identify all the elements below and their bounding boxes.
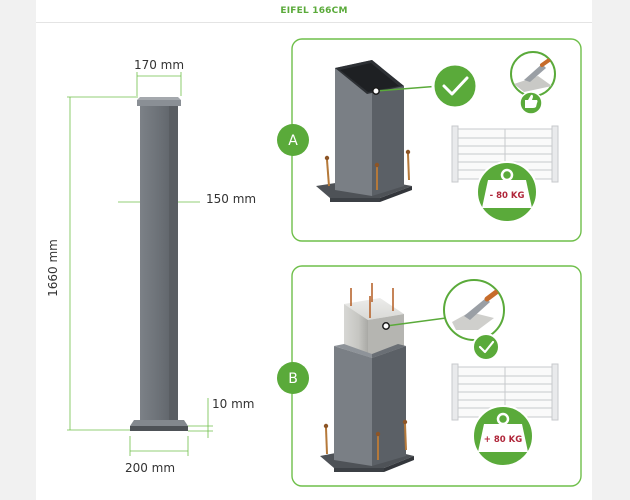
option-b-sleeve — [334, 346, 372, 466]
dimension-lines — [67, 72, 213, 456]
base-plate — [130, 426, 188, 431]
height-label: 1660 mm — [46, 239, 60, 297]
option-a-badge — [277, 124, 309, 156]
base-width-label: 200 mm — [125, 461, 175, 475]
option-b-rebar — [350, 283, 394, 318]
option-a-check-icon — [431, 62, 479, 110]
option-b-check-icon — [472, 333, 500, 361]
option-a-gate — [451, 125, 559, 183]
page-title: EIFEL 166CM — [280, 6, 348, 16]
top-width-label: 170 mm — [134, 58, 184, 72]
option-a-weight-label: - 80 KG — [490, 191, 525, 201]
option-b-badge — [277, 362, 309, 394]
post-shaft-side — [169, 103, 178, 421]
option-b-weight-icon — [478, 424, 528, 452]
plate-thickness-label: 10 mm — [212, 397, 254, 411]
option-b-concrete-top — [344, 298, 404, 320]
post-dimension-drawing: 170 mm 150 mm 10 mm 200 mm 1660 mm — [46, 58, 256, 475]
option-b-screws — [325, 423, 407, 460]
option-a-panel: A — [277, 38, 582, 242]
post-cap — [137, 100, 181, 106]
base-plate-top — [130, 420, 188, 426]
option-b-letter: B — [288, 371, 298, 387]
option-a-screws — [326, 153, 410, 190]
option-a-letter: A — [288, 133, 298, 149]
option-a-sleeve — [335, 60, 372, 196]
option-b-panel: B — [277, 265, 582, 487]
post-width-label: 150 mm — [206, 192, 256, 206]
option-b-gate — [451, 363, 559, 421]
option-b-weight-label: + 80 KG — [484, 435, 522, 445]
title-bar: EIFEL 166CM — [36, 0, 592, 23]
option-a-weight-icon — [482, 180, 532, 208]
post-cap-top — [137, 97, 181, 100]
